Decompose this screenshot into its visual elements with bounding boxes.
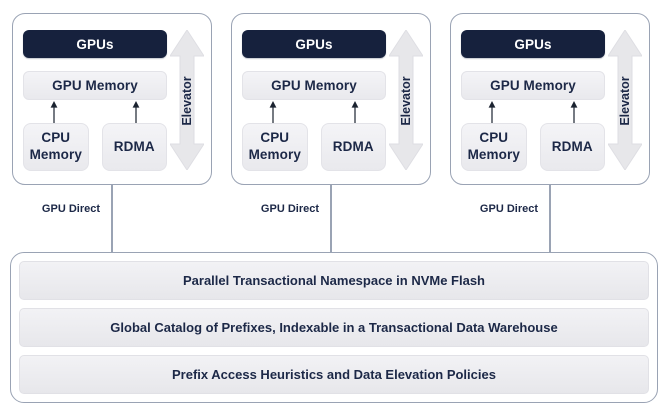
elevator-label: Elevator: [180, 75, 194, 126]
elevator-label: Elevator: [618, 75, 632, 126]
gpu-direct-label: GPU Direct: [479, 203, 538, 215]
rdma-box: RDMA: [539, 123, 605, 171]
arrows-row: [461, 100, 605, 123]
up-arrow-icon: [132, 101, 140, 123]
gpus-box: GPUs: [242, 30, 386, 58]
gpu-memory-box: GPU Memory: [23, 71, 167, 100]
elevator-arrow-icon: [608, 30, 642, 170]
up-arrow-icon: [570, 101, 578, 123]
elevator-arrow-icon: [389, 30, 423, 170]
cpu-memory-box: CPU Memory: [461, 123, 527, 171]
elevator-column: Elevator: [605, 30, 645, 171]
rdma-box: RDMA: [320, 123, 386, 171]
cpu-memory-box: CPU Memory: [23, 123, 89, 171]
bottom-row: CPU Memory RDMA: [23, 123, 167, 171]
connector-line: [111, 185, 113, 253]
connector-line: [549, 185, 551, 253]
storage-layer-nvme: Parallel Transactional Namespace in NVMe…: [19, 261, 649, 300]
up-arrow-icon: [351, 101, 359, 123]
arrows-row: [242, 100, 386, 123]
bottom-row: CPU Memory RDMA: [242, 123, 386, 171]
gpus-box: GPUs: [23, 30, 167, 58]
gpu-direct-label: GPU Direct: [41, 203, 100, 215]
node-content: GPUs GPU Memory CPU Memory RDMA: [461, 30, 605, 171]
bottom-row: CPU Memory RDMA: [461, 123, 605, 171]
gpu-node-2: GPUs GPU Memory CPU Memory RDMA Elevator: [231, 13, 431, 185]
gpu-direct-label: GPU Direct: [260, 203, 319, 215]
rdma-box: RDMA: [101, 123, 167, 171]
up-arrow-icon: [488, 101, 496, 123]
elevator-column: Elevator: [167, 30, 207, 171]
gpu-memory-box: GPU Memory: [461, 71, 605, 100]
storage-container: Parallel Transactional Namespace in NVMe…: [10, 252, 658, 403]
arrows-row: [23, 100, 167, 123]
node-content: GPUs GPU Memory CPU Memory RDMA: [23, 30, 167, 171]
elevator-label: Elevator: [399, 75, 413, 126]
gpu-node-3: GPUs GPU Memory CPU Memory RDMA Elevator: [450, 13, 650, 185]
storage-layer-catalog: Global Catalog of Prefixes, Indexable in…: [19, 308, 649, 347]
elevator-column: Elevator: [386, 30, 426, 171]
up-arrow-icon: [269, 101, 277, 123]
gpus-box: GPUs: [461, 30, 605, 58]
cpu-memory-box: CPU Memory: [242, 123, 308, 171]
node-content: GPUs GPU Memory CPU Memory RDMA: [242, 30, 386, 171]
storage-layer-heuristics: Prefix Access Heuristics and Data Elevat…: [19, 355, 649, 394]
connector-line: [330, 185, 332, 253]
gpu-memory-box: GPU Memory: [242, 71, 386, 100]
up-arrow-icon: [50, 101, 58, 123]
gpu-node-1: GPUs GPU Memory CPU Memory RDMA Elevator: [12, 13, 212, 185]
elevator-arrow-icon: [170, 30, 204, 170]
nodes-row: GPUs GPU Memory CPU Memory RDMA Elevator…: [12, 13, 650, 185]
